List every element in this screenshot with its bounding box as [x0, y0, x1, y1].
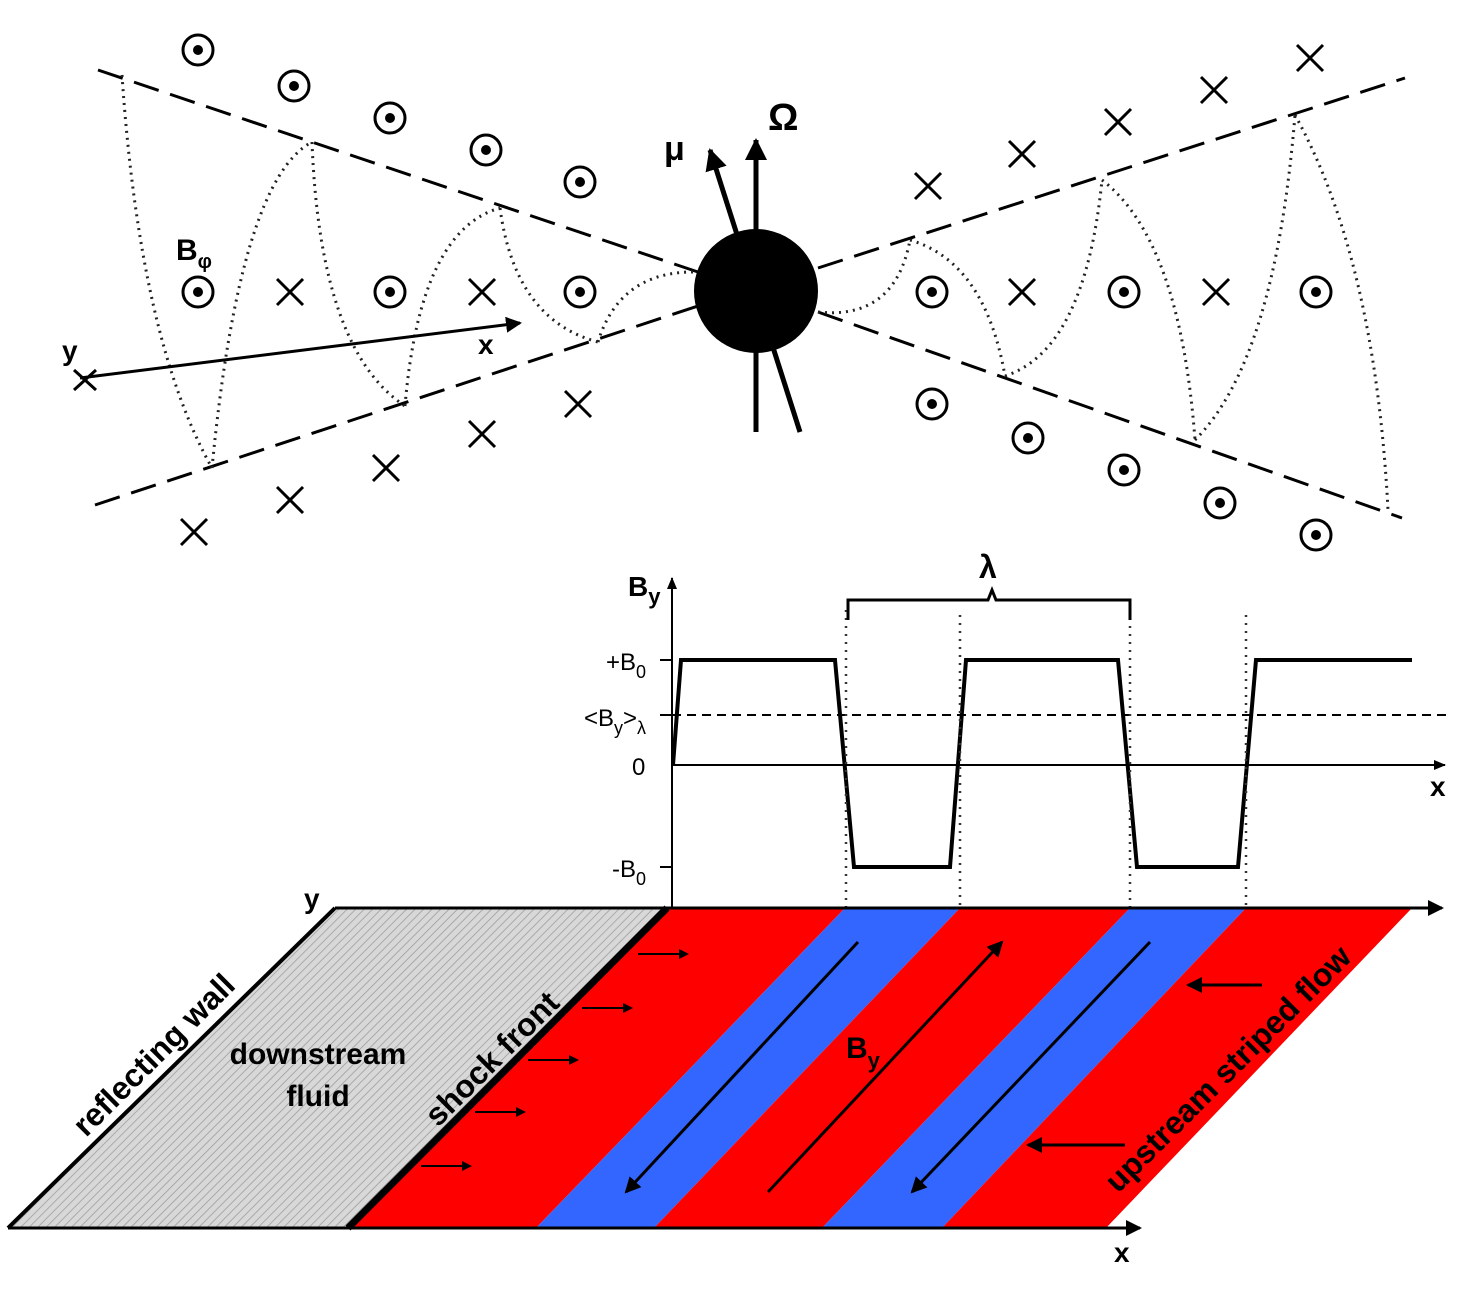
top-y-axis-label: y	[62, 335, 78, 366]
graph-x-axis-label: x	[1430, 771, 1446, 802]
cross-field-icon	[1201, 277, 1231, 307]
cross-field-icon	[275, 485, 305, 515]
cross-field-icon	[1007, 277, 1037, 307]
by-square-wave	[671, 658, 1412, 869]
field-direction-arrows	[624, 940, 1152, 1194]
pulsar-wind-diagram: Ω μ Bφ x y	[62, 33, 1406, 552]
cross-field-icon	[467, 419, 497, 449]
omega-label: Ω	[768, 97, 798, 139]
downstream-label-line1: downstream	[230, 1038, 407, 1071]
tick-zero: 0	[632, 754, 645, 781]
tick-average-by: <By>λ	[584, 705, 646, 738]
dot-field-icon	[1107, 275, 1141, 309]
dot-field-icon	[1299, 275, 1333, 309]
top-x-axis-arrow	[79, 316, 522, 380]
mu-label: μ	[664, 130, 685, 168]
dot-field-icon	[915, 275, 949, 309]
left-upper-cone-edge	[97, 68, 699, 274]
cross-field-icon	[563, 389, 593, 419]
downstream-fluid-region	[8, 908, 667, 1228]
graph-y-axis-label: By	[628, 571, 661, 609]
cross-field-icon	[275, 277, 305, 307]
reflecting-wall-edge	[6, 906, 337, 1230]
right-lower-cone-edge	[817, 310, 1403, 520]
dot-field-icon	[563, 275, 597, 309]
upstream-flow-arrows	[1026, 977, 1262, 1153]
dot-field-icon	[181, 275, 215, 309]
tick-plus-b0: +B0	[606, 649, 646, 682]
bphi-label: Bφ	[176, 234, 212, 273]
cross-field-icon	[1007, 139, 1037, 169]
top-x-axis-label: x	[478, 329, 494, 360]
top-y-axis-cross-icon	[72, 368, 98, 392]
cross-field-icon	[179, 517, 209, 547]
dot-field-icon	[1011, 421, 1045, 455]
stripe-boundary-guides	[844, 610, 1248, 910]
graph-y-ticks	[660, 659, 672, 868]
dot-field-icon	[1299, 518, 1333, 552]
by-profile-graph: λ By x +B0 <By>λ 0 -B0	[584, 549, 1448, 910]
field-into-page-symbols	[179, 43, 1325, 547]
shock-motion-arrows	[421, 949, 689, 1171]
shock-slab-diagram: reflecting wall downstream fluid shock f…	[6, 883, 1444, 1268]
cross-field-icon	[1103, 107, 1133, 137]
shock-front-line	[345, 905, 670, 1231]
current-sheet-dotted-lines	[120, 74, 1390, 511]
stripe-blue-1	[536, 908, 960, 1228]
cross-field-icon	[1295, 43, 1325, 73]
downstream-label-line2: fluid	[286, 1080, 349, 1113]
stripe-red-1	[348, 908, 845, 1228]
dot-field-icon	[373, 101, 407, 135]
lambda-label: λ	[979, 549, 997, 585]
tick-minus-b0: -B0	[612, 856, 646, 889]
dot-field-icon	[277, 69, 311, 103]
cross-field-icon	[1199, 75, 1229, 105]
cross-field-icon	[913, 171, 943, 201]
right-upper-cone-edge	[817, 76, 1406, 270]
dot-field-icon	[915, 387, 949, 421]
slab-by-label: By	[846, 1032, 881, 1073]
dot-field-icon	[1203, 486, 1237, 520]
stripe-blue-2	[822, 908, 1246, 1228]
cross-field-icon	[371, 453, 401, 483]
left-lower-cone-edge	[94, 304, 699, 507]
dot-field-icon	[469, 133, 503, 167]
dot-field-icon	[181, 33, 215, 67]
dot-field-icon	[1107, 453, 1141, 487]
dot-field-icon	[563, 165, 597, 199]
stripe-red-3	[942, 908, 1412, 1228]
stripe-red-2	[654, 908, 1130, 1228]
wavelength-bracket	[846, 585, 1132, 620]
slab-y-axis-label: y	[304, 883, 320, 914]
field-out-of-page-symbols	[181, 33, 1333, 552]
slab-x-axis-label: x	[1114, 1237, 1130, 1268]
dot-field-icon	[373, 275, 407, 309]
cross-field-icon	[467, 277, 497, 307]
magnetic-moment-arrow	[705, 148, 803, 433]
